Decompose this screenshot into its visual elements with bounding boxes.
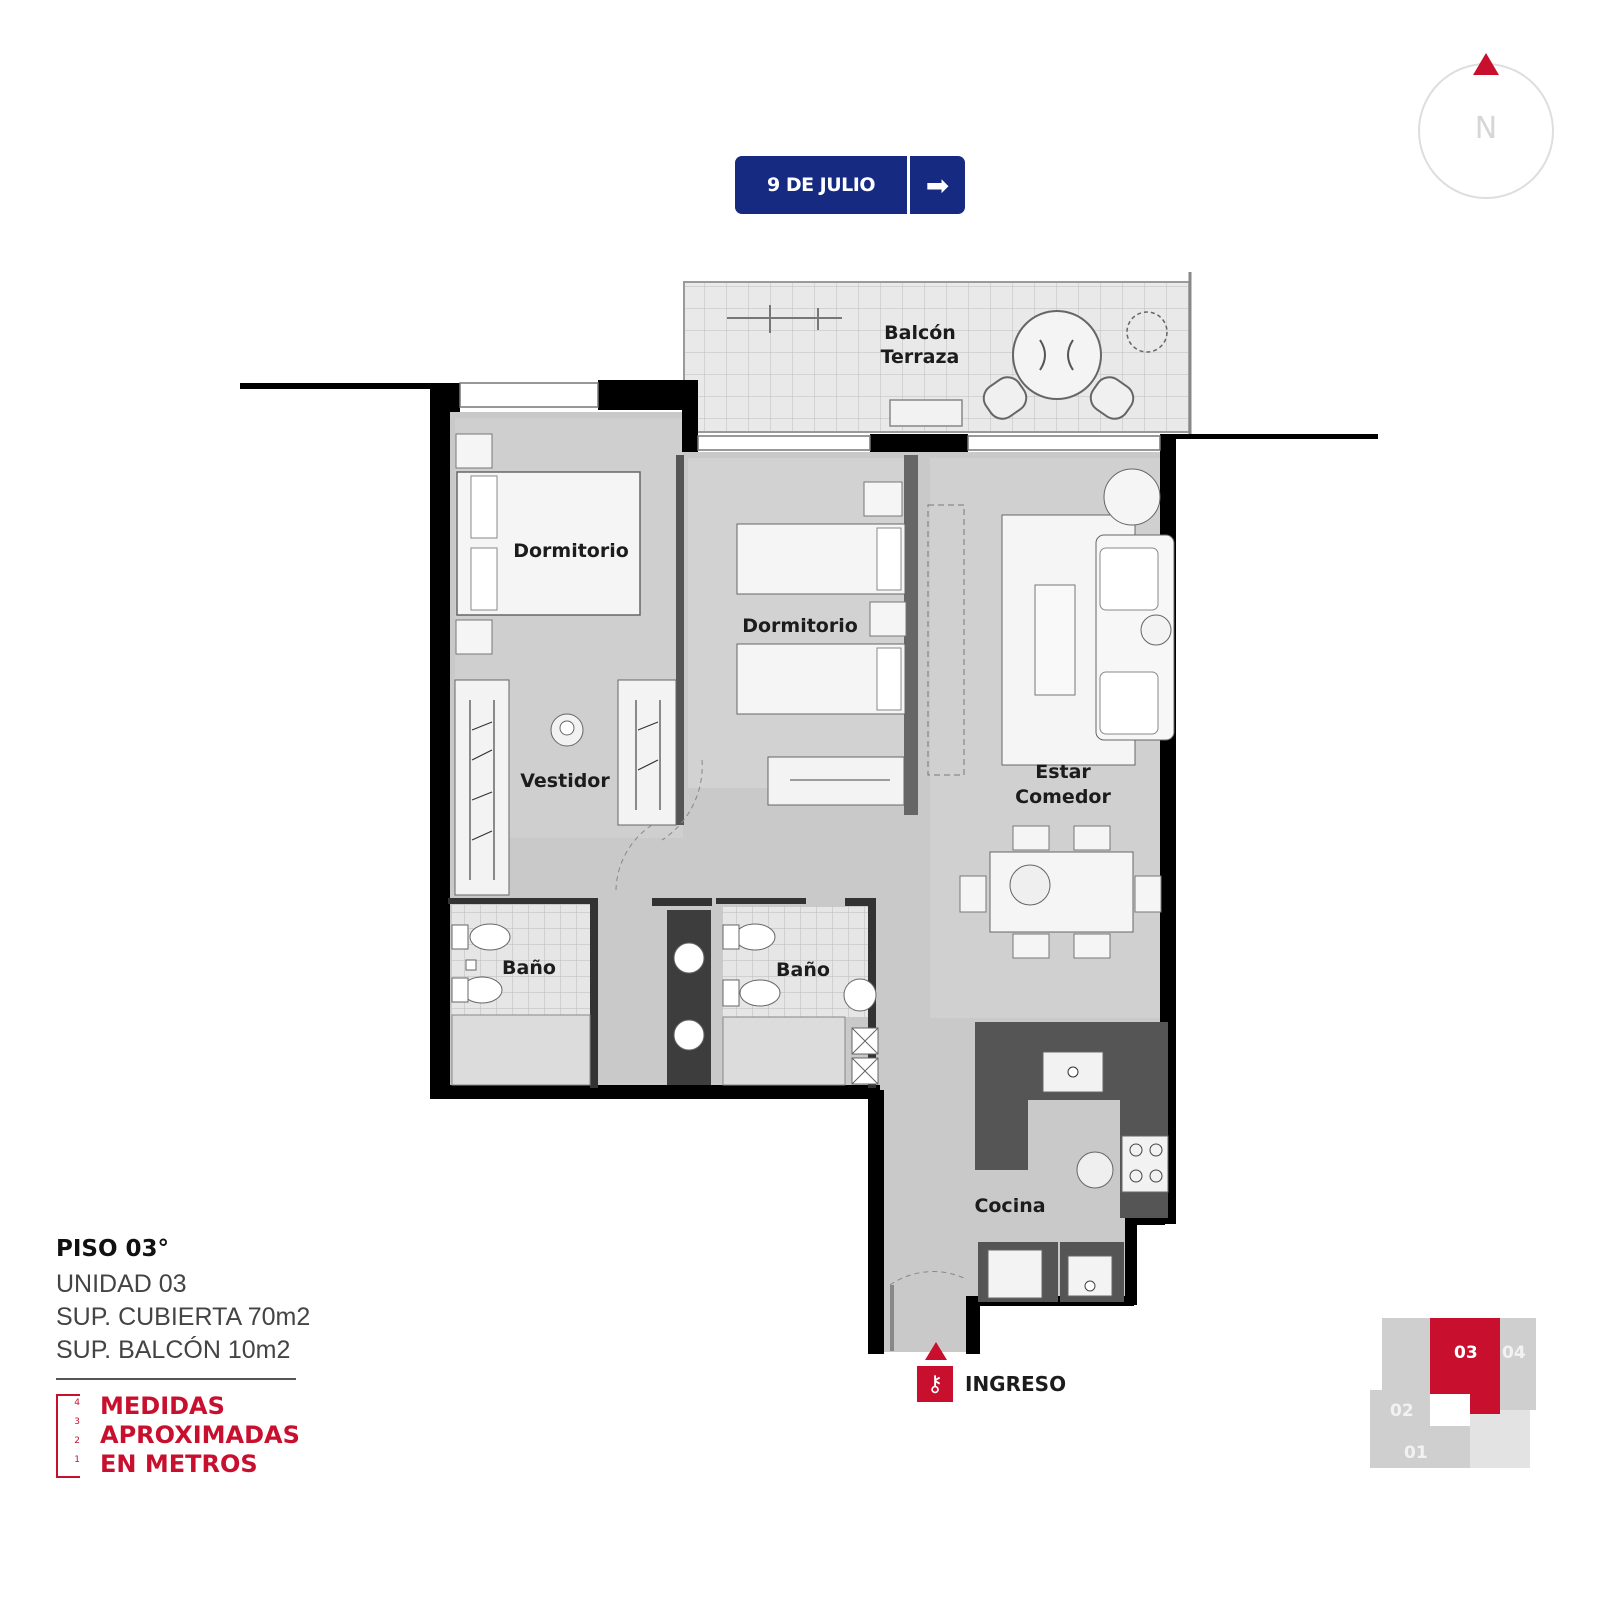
living-label-line1: Estar xyxy=(1035,761,1091,783)
wardrobe-left xyxy=(454,679,677,896)
entrance-label: INGRESO xyxy=(965,1372,1067,1396)
measure-line-3: EN METROS xyxy=(100,1450,258,1478)
bathroom-right xyxy=(722,907,879,1086)
ruler-mark: 3 xyxy=(74,1417,80,1427)
keyplan-unit-04 xyxy=(1500,1318,1536,1410)
bath-left-label: Baño xyxy=(502,957,556,979)
keyplan-label-02: 02 xyxy=(1390,1401,1414,1421)
balcony-area xyxy=(683,272,1192,435)
keyplan-unit-03 xyxy=(1430,1318,1500,1414)
balcony-label-line1: Balcón xyxy=(884,322,956,344)
ruler-icon: 4 3 2 1 xyxy=(56,1394,80,1478)
street-divider xyxy=(907,156,910,214)
north-arrow-icon xyxy=(1473,53,1499,75)
bath-right-label: Baño xyxy=(776,959,830,981)
ruler-mark: 1 xyxy=(74,1455,80,1465)
living-label-line2: Comedor xyxy=(1015,786,1111,808)
unit-info: PISO 03° UNIDAD 03 SUP. CUBIERTA 70m2 SU… xyxy=(56,1236,310,1367)
floor-title: PISO 03° xyxy=(56,1236,170,1262)
keyplan-label-03: 03 xyxy=(1454,1343,1478,1363)
compass-label: N xyxy=(1474,111,1498,146)
measure-line-1: MEDIDAS xyxy=(100,1392,225,1420)
keyplan-unit-01 xyxy=(1370,1426,1470,1468)
compass: N xyxy=(1418,53,1554,199)
balcony-area: SUP. BALCÓN 10m2 xyxy=(56,1336,291,1364)
vanity-sinks xyxy=(667,910,711,1085)
ruler-mark: 2 xyxy=(74,1436,80,1446)
measure-note: 4 3 2 1 MEDIDAS APROXIMADAS EN METROS xyxy=(56,1392,300,1479)
keyplan-label-04: 04 xyxy=(1502,1343,1526,1363)
measure-line-2: APROXIMADAS xyxy=(100,1421,300,1449)
balcony-label-line2: Terraza xyxy=(881,346,960,368)
street-badge: 9 DE JULIO ➡ xyxy=(735,156,965,214)
keyplan-label-01: 01 xyxy=(1404,1443,1428,1463)
keyplan-core xyxy=(1470,1410,1530,1468)
key-icon: ⚷ xyxy=(917,1366,953,1402)
bed-double xyxy=(455,433,641,655)
dressing-label: Vestidor xyxy=(520,770,610,792)
bathroom-left xyxy=(451,905,591,1086)
kitchen-label: Cocina xyxy=(974,1195,1045,1217)
covered-area: SUP. CUBIERTA 70m2 xyxy=(56,1303,311,1331)
sofa xyxy=(1001,468,1175,766)
entry-door xyxy=(889,1271,967,1351)
kitchen-counters xyxy=(975,1022,1169,1302)
measure-text: MEDIDAS APROXIMADAS EN METROS xyxy=(100,1392,300,1479)
ruler-mark: 4 xyxy=(74,1398,80,1408)
divider xyxy=(56,1378,296,1380)
bed-single xyxy=(615,481,965,891)
bedroom-main-label: Dormitorio xyxy=(513,540,629,562)
person-figure xyxy=(550,713,584,747)
arrow-right-icon: ➡ xyxy=(925,168,950,202)
keyplan-unit-02 xyxy=(1370,1318,1430,1428)
bedroom-second-label: Dormitorio xyxy=(742,615,858,637)
entrance-marker: ⚷ INGRESO xyxy=(917,1342,1067,1402)
key-plan: 01 02 03 04 xyxy=(1370,1318,1536,1468)
dining-table xyxy=(959,825,1162,959)
unit-number: UNIDAD 03 xyxy=(56,1270,187,1298)
street-label: 9 DE JULIO xyxy=(766,174,876,196)
windows xyxy=(459,382,1161,451)
entrance-arrow-icon xyxy=(925,1342,947,1360)
